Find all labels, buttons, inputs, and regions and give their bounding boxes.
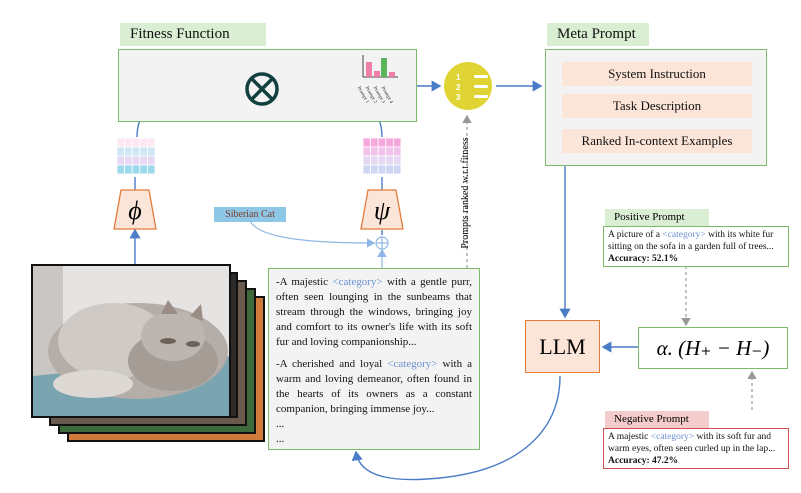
- meta-prompt-title: Meta Prompt: [547, 23, 649, 46]
- psi-symbol: ψ: [373, 196, 391, 225]
- generated-prompts-box: -A majestic <category> with a gentle pur…: [268, 268, 480, 450]
- fitness-function-title: Fitness Function: [120, 23, 266, 46]
- phi-symbol: ϕ: [128, 196, 142, 225]
- generated-prompt-2: -A cherished and loyal <category> with a…: [276, 358, 472, 415]
- siberian-cat-tag: Siberian Cat: [214, 207, 286, 222]
- text-embedding-grid: [362, 137, 402, 175]
- svg-text:2: 2: [456, 83, 461, 92]
- formula-box: α. (H₊ − H₋): [638, 327, 788, 369]
- psi-encoder: [360, 189, 404, 230]
- arrow-llm-to-prompts: [351, 375, 561, 481]
- negative-prompt-title: Negative Prompt: [605, 411, 709, 428]
- positive-accuracy: Accuracy: 52.1%: [608, 254, 679, 264]
- cat-photo: [31, 264, 231, 418]
- meta-item-system: System Instruction: [562, 62, 752, 86]
- svg-text:1: 1: [456, 73, 461, 82]
- ranked-label: Prompts ranked w.r.t fitness: [460, 137, 471, 249]
- positive-prompt-title: Positive Prompt: [605, 209, 709, 226]
- llm-box: LLM: [525, 320, 600, 373]
- ellipsis-1: ...: [276, 418, 285, 430]
- meta-item-examples: Ranked In-context Examples: [562, 129, 752, 153]
- negative-prompt-box: A majestic <category> with its soft fur …: [603, 428, 789, 469]
- generated-prompt-1: -A majestic <category> with a gentle pur…: [276, 276, 472, 348]
- meta-item-task: Task Description: [562, 94, 752, 118]
- sleeping-cat-illustration: [33, 266, 229, 416]
- negative-accuracy: Accuracy: 47.2%: [608, 456, 679, 466]
- phi-encoder: [113, 189, 157, 230]
- ellipsis-2: ...: [276, 433, 285, 445]
- positive-prompt-box: A picture of a <category> with its white…: [603, 226, 789, 267]
- image-embedding-grid: [116, 137, 156, 175]
- svg-text:3: 3: [456, 93, 461, 102]
